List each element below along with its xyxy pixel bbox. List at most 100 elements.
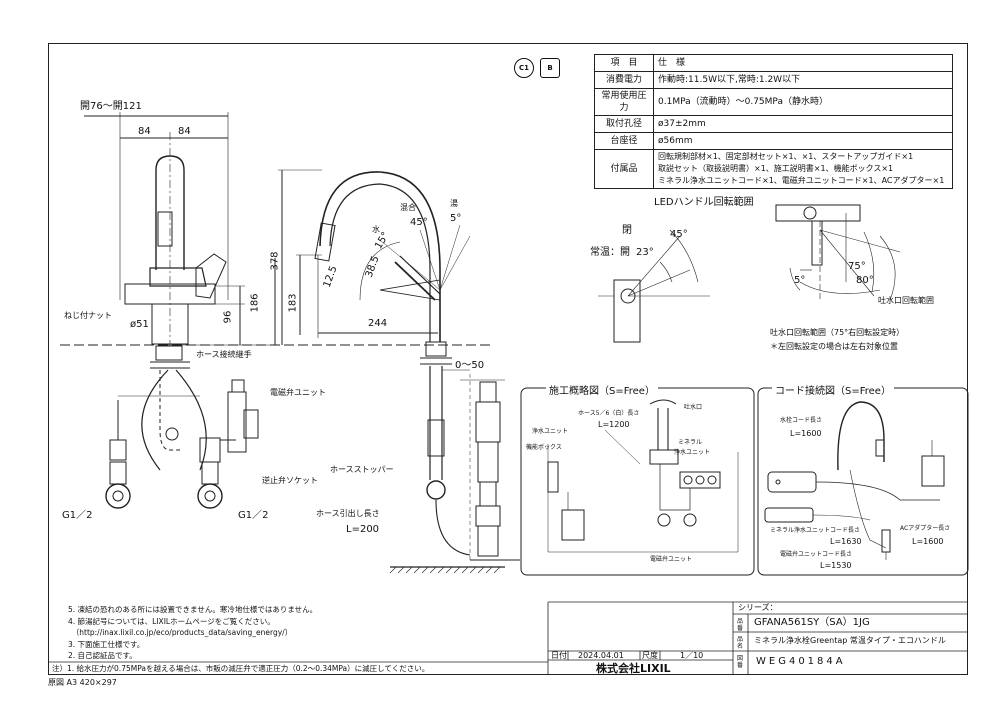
install-filter-unit: 浄水ユニット [532, 428, 569, 435]
drawing-label: 図番 [737, 655, 744, 669]
date-label: 日付 [551, 651, 567, 660]
mix-label: 混合 [400, 203, 416, 212]
cord-frame-title: コード接続図（S=Free） [772, 382, 894, 397]
note-line: 4. 節湯記号については、LIXILホームページをご覧ください。 [68, 616, 275, 626]
name-label: 品名 [737, 636, 744, 650]
paper-size-footer: 原図 A3 420×297 [48, 678, 117, 687]
spec-header-key: 項 目 [594, 54, 654, 72]
install-hose-len: ホース5／6（白）長さ [578, 410, 640, 417]
led-closed-label: 閉 [622, 225, 632, 236]
install-hose-len-value: L=1200 [598, 420, 630, 429]
dim-top-range: 開76～開121 [80, 101, 142, 112]
cord-ac-label: ACアダプター長さ [900, 525, 951, 532]
install-mineral: ミネラル [678, 439, 703, 446]
cord-solenoid-label: 電磁弁ユニットコード長さ [780, 551, 853, 558]
drawing-sheet [48, 43, 968, 675]
badge-c1-text: C1 [518, 64, 529, 72]
side-view-faucet [278, 169, 520, 574]
series-label: シリーズ： [738, 603, 778, 612]
notes-block: 5. 凍結の恐れのある所には設置できません。寒冷地仕様ではありません。 4. 節… [68, 604, 317, 662]
led-angle-45: 45° [670, 229, 688, 240]
spec-value: 0.1MPa（流動時）～0.75MPa（静水時） [653, 88, 953, 116]
dim-186: 186 [249, 293, 261, 313]
cold-label: 水 [372, 225, 380, 234]
note-line: 5. 凍結の恐れのある所には設置できません。寒冷地仕様ではありません。 [68, 605, 318, 614]
note-line: 3. 下面施工仕様です。 [68, 639, 145, 649]
spec-value: ø37±2mm [653, 115, 953, 133]
spec-value: 回転規制部材×1、固定部材セット×1、×1、スタートアップガイド×1 取説セット… [653, 149, 953, 189]
install-frame-title: 施工概略図（S=Free） [546, 382, 658, 397]
nut-label: ねじ付ナット [64, 311, 112, 320]
spec-row-accessories: 付属品 回転規制部材×1、固定部材セット×1、×1、スタートアップガイド×1 取… [594, 149, 953, 189]
spec-key: 消費電力 [594, 71, 654, 89]
thread-left-label: G1／2 [62, 510, 93, 521]
note-line: （http://inax.lixil.co.jp/eco/products_da… [68, 628, 293, 637]
install-solenoid: 電磁弁ユニット [650, 556, 693, 563]
dim-84-left: 84 [138, 126, 151, 137]
spec-row: 台座径 ø56mm [594, 132, 953, 150]
solenoid-unit-label: 電磁弁ユニット [270, 388, 326, 397]
led-range-title: LEDハンドル回転範囲 [654, 197, 754, 208]
cord-frame-drawing [757, 387, 969, 576]
spout-note-title: 吐水口回転範囲（75°右回転設定時） [770, 328, 905, 337]
badge-b: B [540, 58, 560, 78]
dim-96: 96 [222, 310, 234, 324]
spec-row: 常用使用圧力 0.1MPa（流動時）～0.75MPa（静水時） [594, 88, 953, 116]
spec-value: 作動時:11.5W以下,常時:1.2W以下 [653, 71, 953, 89]
spec-key: 取付孔径 [594, 115, 654, 133]
product-name: ミネラル浄水栓Greentap 常温タイプ・エコハンドル [754, 636, 946, 645]
dim-84-right: 84 [178, 126, 191, 137]
accessory-line: 回転規制部材×1、固定部材セット×1、×1、スタートアップガイド×1 [658, 152, 914, 161]
spec-row: 消費電力 作動時:11.5W以下,常時:1.2W以下 [594, 71, 953, 89]
spec-table: 項 目 仕 様 消費電力 作動時:11.5W以下,常時:1.2W以下 常用使用圧… [594, 54, 953, 189]
product-code: GFANA561SY（SA）1JG [754, 617, 870, 628]
spec-row: 取付孔径 ø37±2mm [594, 115, 953, 133]
note-line: 2. 自己認証品です。 [68, 651, 137, 660]
hose-pull-value: L=200 [346, 524, 380, 535]
cord-mineral-label: ミネラル浄水ユニットコード長さ [770, 527, 861, 534]
led-normal-label: 常温：開 [590, 247, 630, 258]
install-spout-label: 吐水口 [684, 404, 703, 411]
note-line-1: 注）1. 給水圧力が0.75MPaを越える場合は、市販の減圧弁で適正圧力（0.2… [52, 664, 430, 673]
spec-header-value: 仕 様 [653, 54, 953, 72]
angle-5: 5° [450, 213, 462, 224]
badge-b-text: B [547, 64, 553, 72]
spout-rotation-view [775, 204, 901, 301]
scale-label: 尺度 [642, 651, 658, 660]
dim-183: 183 [287, 293, 299, 313]
cord-ac-value: L=1600 [912, 537, 944, 546]
cord-solenoid-value: L=1530 [820, 561, 852, 570]
dim-378: 378 [269, 251, 281, 271]
drawing-number: WEG40184A [756, 656, 846, 667]
date-value: 2024.04.01 [578, 651, 624, 660]
spec-key: 常用使用圧力 [594, 88, 654, 116]
cord-faucet-label: 水栓コード長さ [780, 417, 823, 424]
spec-value: ø56mm [653, 132, 953, 150]
accessory-line: ミネラル浄水ユニットコード×1、電磁弁ユニットコード×1、ACアダプター×1 [658, 176, 945, 185]
hose-stopper-label: ホースストッパー [330, 465, 394, 474]
hose-pull-label: ホース引出し長さ [316, 509, 380, 518]
install-mineral-unit: 浄水ユニット [674, 449, 711, 456]
cord-mineral-value: L=1630 [830, 537, 862, 546]
spout-angle-80: 80° [856, 275, 874, 286]
thread-right-label: G1／2 [238, 510, 269, 521]
spout-angle-75: 75° [848, 261, 866, 272]
dim-0-50: 0～50 [455, 360, 485, 371]
badge-c1: C1 [514, 58, 534, 78]
dim-phi51: ø51 [130, 319, 149, 330]
spout-range-label: 吐水口回転範囲 [878, 296, 934, 305]
spout-angle-5: 5° [794, 275, 806, 286]
spec-header-row: 項 目 仕 様 [594, 54, 953, 72]
company-name: 株式会社LIXIL [596, 662, 671, 675]
check-valve-label: 逆止弁ソケット [262, 476, 318, 485]
hose-joint-label: ホース接続継手 [196, 350, 252, 359]
title-block-lines [48, 601, 968, 675]
led-angle-23: 23° [636, 247, 654, 258]
spec-key: 台座径 [594, 132, 654, 150]
spec-key: 付属品 [594, 149, 654, 189]
led-handle-view [598, 229, 710, 343]
hot-label: 湯 [450, 199, 458, 208]
scale-value: 1／10 [680, 651, 704, 660]
dim-244: 244 [368, 318, 388, 329]
accessory-line: 取説セット（取扱説明書）×1、施工説明書×1、機能ボックス×1 [658, 164, 894, 173]
